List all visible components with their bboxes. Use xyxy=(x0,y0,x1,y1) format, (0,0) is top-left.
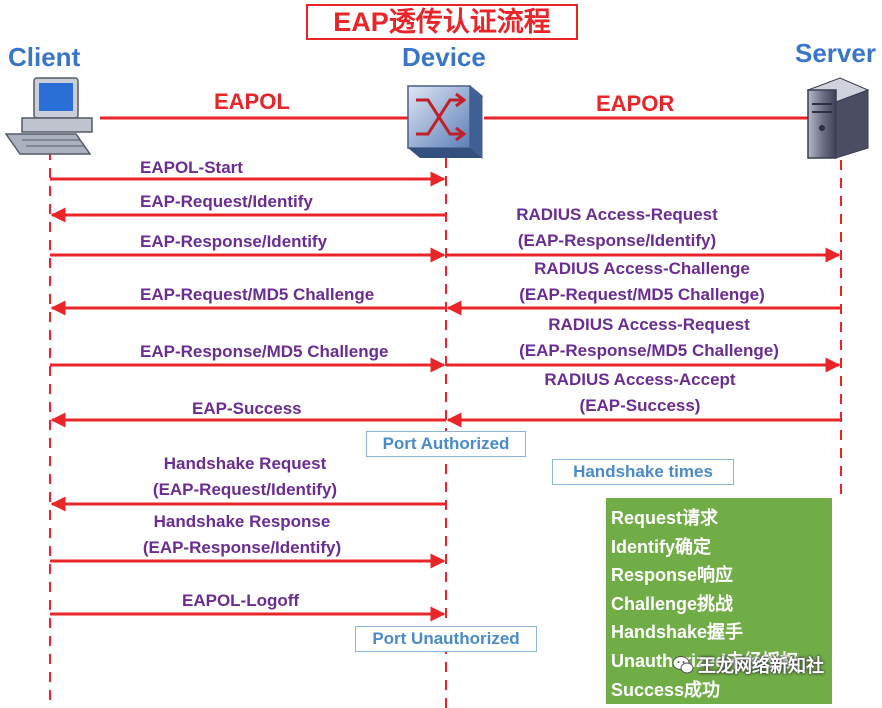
message-label: EAPOL-Logoff xyxy=(182,591,300,610)
server-label: Server xyxy=(795,38,876,68)
message-label: EAPOL-Start xyxy=(140,158,243,177)
message-label: EAP-Request/MD5 Challenge xyxy=(140,285,375,304)
glossary-legend: Request请求 Identify确定 Response响应 Challeng… xyxy=(606,498,832,704)
legend-item: Unauthorized未经授权 xyxy=(611,650,798,671)
legend-item: Handshake握手 xyxy=(611,622,744,643)
legend-item: Identify确定 xyxy=(611,536,712,557)
message-label: Handshake Request (EAP-Request/Identify) xyxy=(152,454,338,499)
message-label: EAP-Success xyxy=(192,399,302,418)
message-label: EAP-Response/Identify xyxy=(140,232,328,251)
wechat-icon xyxy=(672,656,694,674)
handshake-times-box: Handshake times xyxy=(552,459,734,485)
message-label: Handshake Response (EAP-Response/Identif… xyxy=(142,512,342,557)
diagram-title: EAP透传认证流程 xyxy=(306,4,578,40)
legend-item: Success成功 xyxy=(611,679,721,700)
message-label: EAP-Request/Identify xyxy=(140,192,313,211)
message-label: EAP-Response/MD5 Challenge xyxy=(140,342,389,361)
port-authorized-box: Port Authorized xyxy=(366,431,526,457)
watermark: 王龙网络新知社 xyxy=(672,652,824,678)
eapor-label: EAPOR xyxy=(596,91,675,116)
server-icon xyxy=(806,77,870,159)
message-label: RADIUS Access-Request (EAP-Response/MD5 … xyxy=(519,315,779,360)
watermark-text: 王龙网络新知社 xyxy=(698,656,824,676)
eapol-label: EAPOL xyxy=(214,89,290,114)
message-label: RADIUS Access-Challenge (EAP-Request/MD5… xyxy=(519,259,765,304)
legend-item: Challenge挑战 xyxy=(611,593,734,614)
port-unauthorized-box: Port Unauthorized xyxy=(355,626,537,652)
switch-icon xyxy=(406,84,484,160)
message-label: RADIUS Access-Accept (EAP-Success) xyxy=(544,370,736,415)
computer-icon xyxy=(4,77,93,155)
message-label: RADIUS Access-Request (EAP-Response/Iden… xyxy=(516,205,718,250)
client-label: Client xyxy=(8,42,81,72)
legend-item: Request请求 xyxy=(611,508,719,528)
legend-item: Response响应 xyxy=(611,565,734,586)
device-label: Device xyxy=(402,42,486,72)
